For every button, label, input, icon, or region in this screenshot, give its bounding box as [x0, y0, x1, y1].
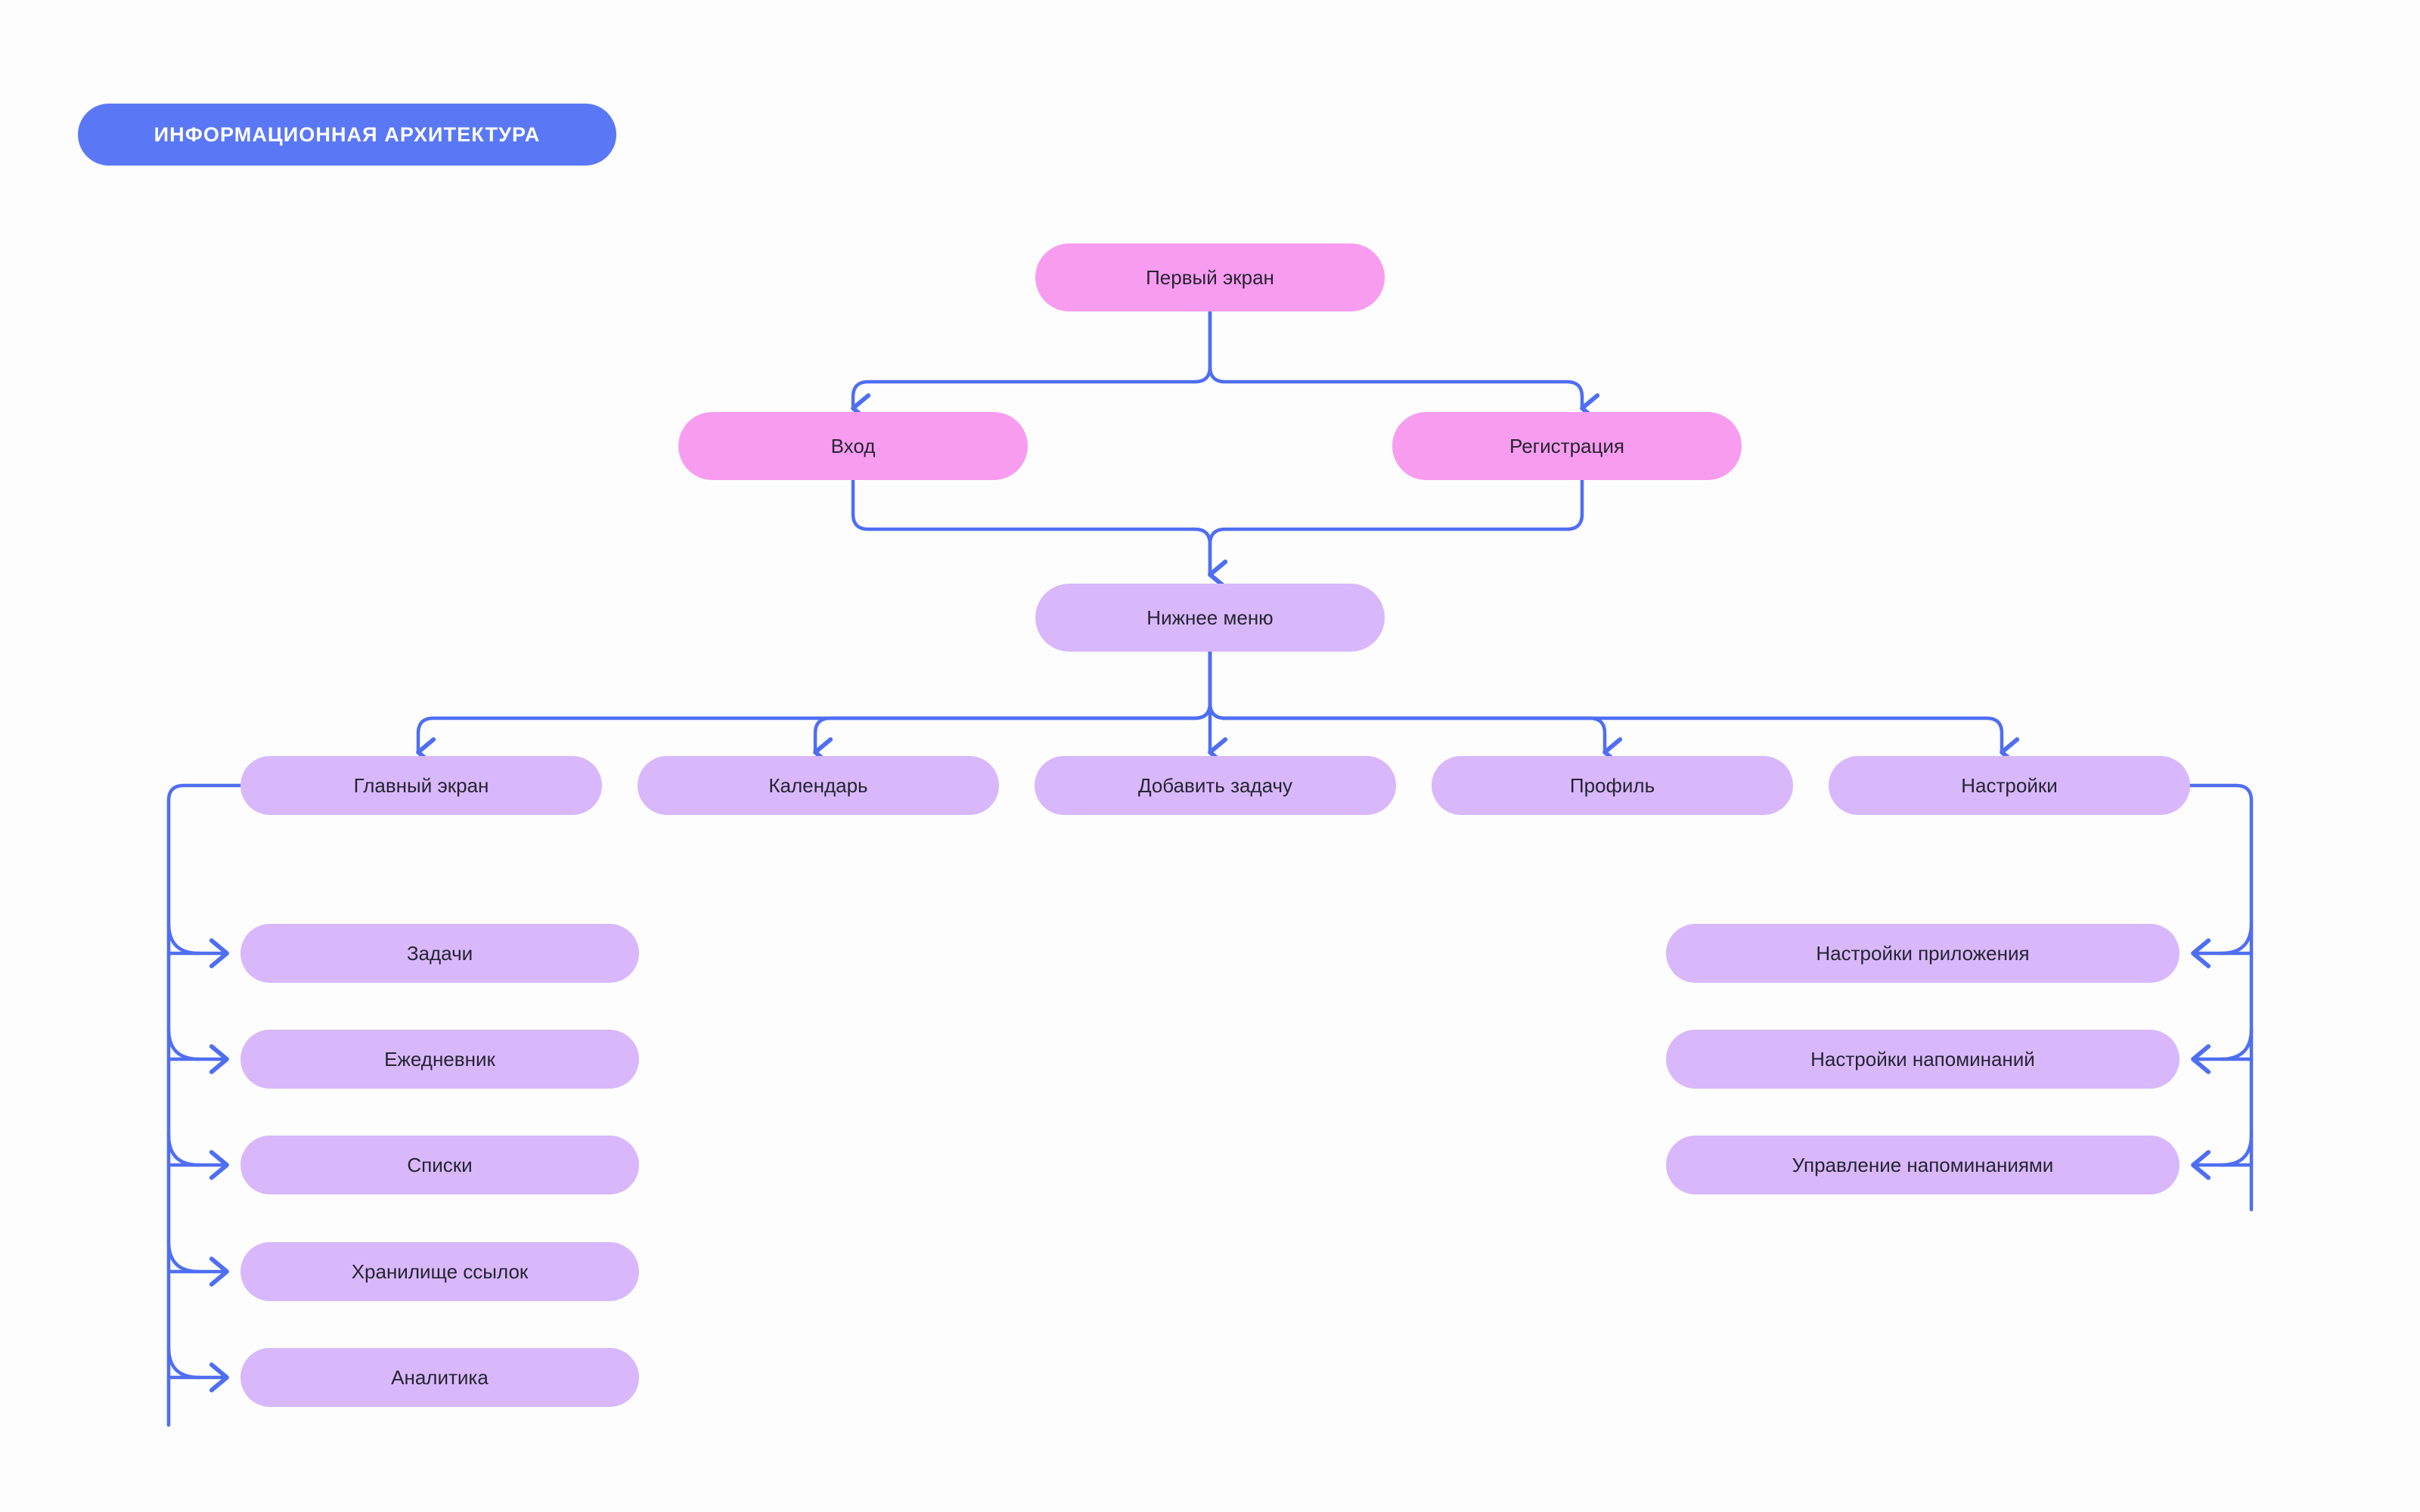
node-menu-profile[interactable]: Профиль [1432, 756, 1793, 815]
edge-settings-trunk [2177, 783, 2254, 1212]
node-label: Профиль [1569, 773, 1655, 797]
node-label: Настройки напоминаний [1810, 1047, 2035, 1070]
edge-menu-settings [1208, 642, 2020, 767]
node-register[interactable]: Регистрация [1392, 412, 1742, 480]
node-label: Аналитика [391, 1365, 489, 1389]
node-label: Добавить задачу [1137, 773, 1293, 797]
node-label: Нижнее меню [1146, 606, 1274, 629]
node-label: Первый экран [1146, 265, 1274, 289]
edge-login-menu [851, 478, 1228, 590]
node-menu-home[interactable]: Главный экран [240, 756, 602, 815]
edge-home-corner-diary [166, 1027, 201, 1061]
edge-settings-corner-app [2219, 921, 2254, 956]
edge-menu-home [416, 642, 1212, 767]
edge-register-menu [1208, 478, 1584, 590]
node-lists[interactable]: Списки [240, 1136, 639, 1194]
node-menu-settings[interactable]: Настройки [1829, 756, 2190, 815]
node-reminder-settings[interactable]: Настройки напоминаний [1666, 1030, 2180, 1089]
node-bottom-menu[interactable]: Нижнее меню [1035, 584, 1385, 652]
node-menu-calendar[interactable]: Календарь [638, 756, 999, 815]
node-menu-add-task[interactable]: Добавить задачу [1035, 756, 1396, 815]
page-title: ИНФОРМАЦИОННАЯ АРХИТЕКТУРА [154, 122, 541, 146]
node-label: Хранилище ссылок [351, 1259, 529, 1283]
node-first-screen[interactable]: Первый экран [1035, 243, 1385, 311]
node-label: Ежедневник [384, 1047, 495, 1070]
node-label: Настройки [1961, 773, 2058, 797]
node-app-settings[interactable]: Настройки приложения [1666, 924, 2180, 983]
node-label: Регистрация [1509, 434, 1624, 457]
node-label: Календарь [768, 773, 868, 797]
node-login[interactable]: Вход [678, 412, 1028, 480]
node-label: Настройки приложения [1816, 941, 2030, 965]
edge-settings-corner-manage [2219, 1132, 2254, 1167]
node-label: Вход [830, 434, 876, 457]
node-diary[interactable]: Ежедневник [240, 1030, 639, 1089]
edge-home-corner-tasks [166, 921, 201, 956]
edge-home-corner-lists [166, 1132, 201, 1167]
edge-home-trunk [166, 783, 243, 1427]
page-title-badge: ИНФОРМАЦИОННАЯ АРХИТЕКТУРА [78, 104, 616, 166]
node-label: Управление напоминаниями [1792, 1153, 2054, 1176]
edge-home-corner-analytics [166, 1345, 201, 1380]
node-label: Задачи [406, 941, 473, 965]
node-label: Главный экран [353, 773, 489, 797]
edge-root-bus [851, 309, 1212, 423]
edge-root-bus-right [1208, 309, 1600, 423]
edge-home-corner-links [166, 1239, 201, 1274]
edge-settings-corner-reminders [2219, 1027, 2254, 1061]
node-tasks[interactable]: Задачи [240, 924, 639, 983]
node-label: Списки [407, 1153, 473, 1176]
edge-menu-profile [1208, 642, 1623, 767]
edge-menu-calendar [813, 642, 1212, 767]
node-reminder-management[interactable]: Управление напоминаниями [1666, 1136, 2180, 1194]
node-analytics[interactable]: Аналитика [240, 1348, 639, 1407]
node-link-storage[interactable]: Хранилище ссылок [240, 1242, 639, 1301]
